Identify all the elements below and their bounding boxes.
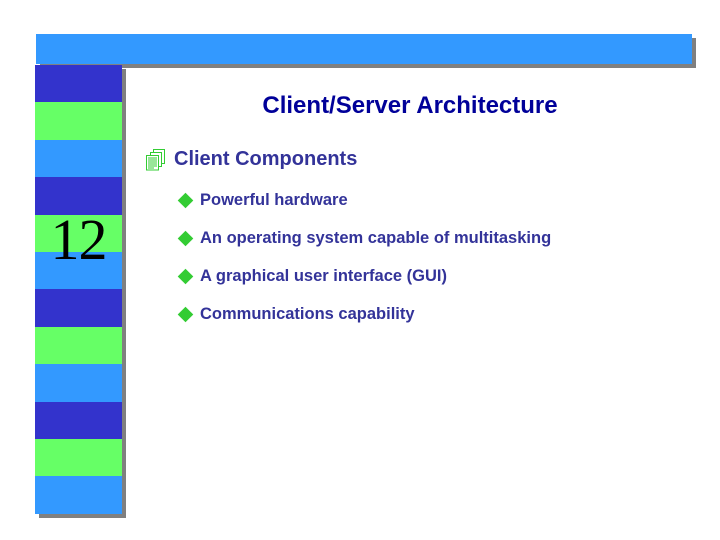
sidebar-stripe bbox=[35, 139, 122, 178]
sidebar-stripe bbox=[35, 251, 122, 290]
page-title: Client/Server Architecture bbox=[262, 92, 558, 119]
diamond-icon bbox=[177, 306, 194, 323]
list-item: Powerful hardware bbox=[177, 191, 700, 229]
sub-bullet-list: Powerful hardware An operating system ca… bbox=[177, 191, 700, 343]
diamond-icon bbox=[177, 230, 194, 247]
sidebar-stripe bbox=[35, 65, 122, 103]
list-item-label: An operating system capable of multitask… bbox=[200, 229, 552, 247]
list-item-label: Powerful hardware bbox=[200, 191, 348, 209]
sidebar-stripe bbox=[35, 214, 122, 252]
diamond-icon bbox=[177, 192, 194, 209]
top-banner bbox=[36, 34, 692, 64]
sidebar-stripe bbox=[35, 326, 122, 365]
sidebar-stripe bbox=[35, 289, 122, 327]
sidebar-stripe bbox=[35, 102, 122, 140]
sidebar-stripe bbox=[35, 438, 122, 477]
level1-bullet-label: Client Components bbox=[174, 148, 358, 170]
sidebar-stripes bbox=[35, 65, 122, 514]
sidebar-stripe bbox=[35, 401, 122, 439]
level1-bullet: Client Components bbox=[145, 148, 357, 171]
sidebar-stripe bbox=[35, 177, 122, 215]
list-item: A graphical user interface (GUI) bbox=[177, 267, 700, 305]
list-item: An operating system capable of multitask… bbox=[177, 229, 700, 267]
list-item: Communications capability bbox=[177, 305, 700, 343]
sidebar-stripe bbox=[35, 476, 122, 514]
diamond-icon bbox=[177, 268, 194, 285]
list-item-label: A graphical user interface (GUI) bbox=[200, 267, 447, 285]
slide-number: 12 bbox=[50, 207, 108, 272]
documents-stack-icon bbox=[145, 148, 166, 171]
sidebar-stripe bbox=[35, 364, 122, 402]
list-item-label: Communications capability bbox=[200, 305, 415, 323]
